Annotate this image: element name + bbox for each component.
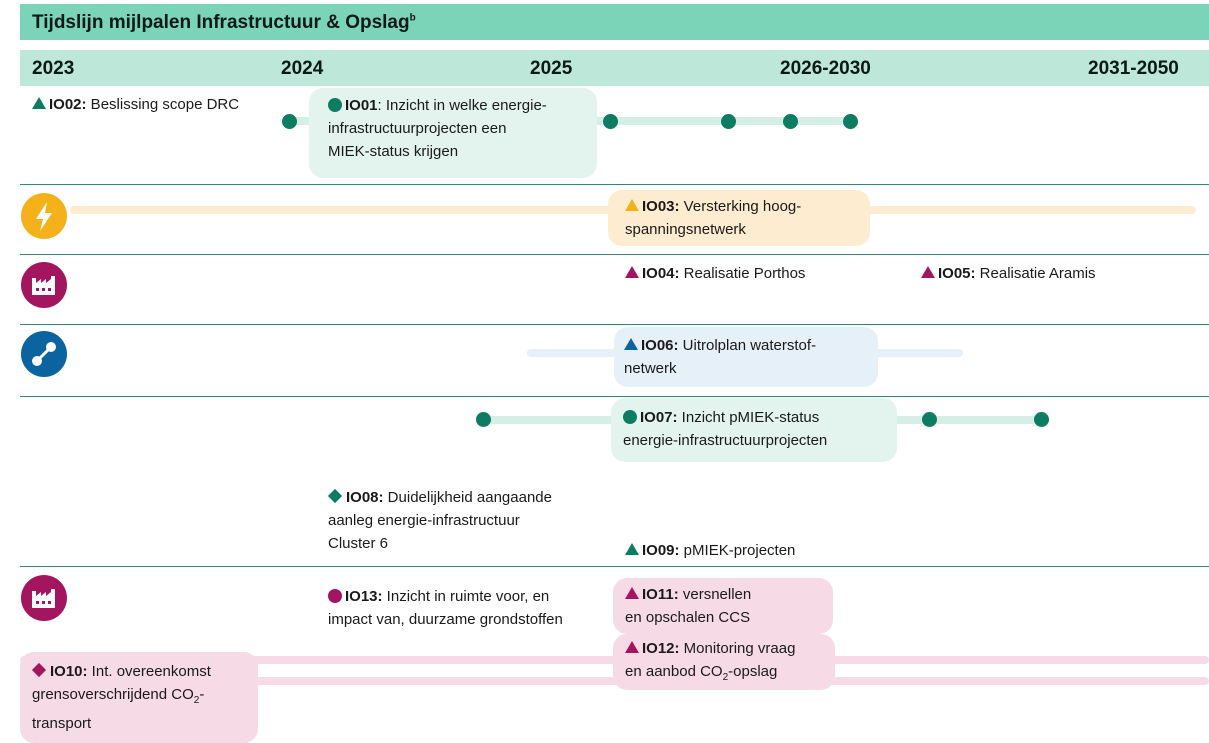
circle-marker-icon [328, 589, 342, 603]
year-2024: 2024 [281, 58, 324, 79]
triangle-marker-icon [625, 543, 639, 555]
triangle-marker-icon [625, 266, 639, 278]
milestone-box-io01 [309, 88, 597, 178]
triangle-marker-icon [32, 97, 46, 109]
milestone-io13: IO13: Inzicht in ruimte voor, en impact … [328, 588, 563, 628]
milestone-io10: IO10: Int. overeenkomst grensoverschrijd… [31, 662, 211, 732]
year-2023: 2023 [32, 58, 75, 79]
timeline-dot [603, 114, 618, 129]
milestone-io05: IO05: Realisatie Aramis [921, 262, 1096, 285]
row-divider [20, 396, 1209, 397]
timeline-dot [783, 114, 798, 129]
triangle-marker-icon [921, 266, 935, 278]
timeline-dot [476, 412, 491, 427]
circle-marker-icon [623, 410, 637, 424]
milestone-box-io03 [608, 190, 870, 246]
milestone-io07: IO07: Inzicht pMIEK-status energie-infra… [623, 409, 828, 449]
row-divider [20, 254, 1209, 255]
milestone-box-io07 [611, 398, 897, 462]
timeline-dot [721, 114, 736, 129]
factory-icon [21, 575, 67, 621]
diagram-title: Tijdslijn mijlpalen Infrastructuur & Ops… [32, 12, 416, 33]
diamond-marker-icon [327, 488, 343, 504]
circle-marker-icon [328, 98, 342, 112]
year-bar: 2023 2024 2025 2026-2030 2031-2050 [20, 50, 1209, 86]
milestone-io02: IO02: Beslissing scope DRC [32, 93, 239, 116]
timeline-dot [282, 114, 297, 129]
milestone-io09: IO09: pMIEK-projecten [625, 539, 795, 562]
diamond-marker-icon [31, 662, 47, 678]
factory-icon [21, 262, 67, 308]
row-divider [20, 566, 1209, 567]
year-2025: 2025 [530, 58, 573, 79]
timeline-dot [843, 114, 858, 129]
year-2026-2030: 2026-2030 [780, 58, 871, 79]
triangle-marker-icon [625, 641, 639, 653]
title-bar: Tijdslijn mijlpalen Infrastructuur & Ops… [20, 4, 1209, 40]
lightning-icon [21, 193, 67, 239]
milestone-box-io06 [614, 327, 878, 387]
triangle-marker-icon [625, 587, 639, 599]
title-footnote-mark: b [409, 12, 416, 24]
row-divider [20, 324, 1209, 325]
milestone-io03: IO03: Versterking hoog- spanningsnetwerk [625, 198, 802, 238]
milestone-io01: IO01: Inzicht in welke energie- infrastr… [328, 97, 547, 160]
triangle-marker-icon [625, 199, 639, 211]
milestone-io06: IO06: Uitrolplan waterstof- netwerk [624, 337, 817, 377]
timeline-dot [1034, 412, 1049, 427]
milestone-io12: IO12: Monitoring vraag en aanbod CO2-ops… [625, 640, 796, 683]
milestone-io11: IO11: versnellen en opschalen CCS [625, 586, 752, 626]
milestone-box-io10 [20, 652, 258, 743]
row-divider [20, 184, 1209, 185]
triangle-marker-icon [624, 338, 638, 350]
milestone-box-io12 [613, 634, 835, 690]
milestone-io04: IO04: Realisatie Porthos [625, 262, 805, 285]
timeline-dot [922, 412, 937, 427]
year-2031-2050: 2031-2050 [1088, 58, 1179, 79]
hydrogen-molecule-icon [21, 331, 67, 377]
milestone-box-io11 [613, 578, 833, 634]
milestone-io08: IO08: Duidelijkheid aangaande aanleg ene… [327, 488, 552, 552]
